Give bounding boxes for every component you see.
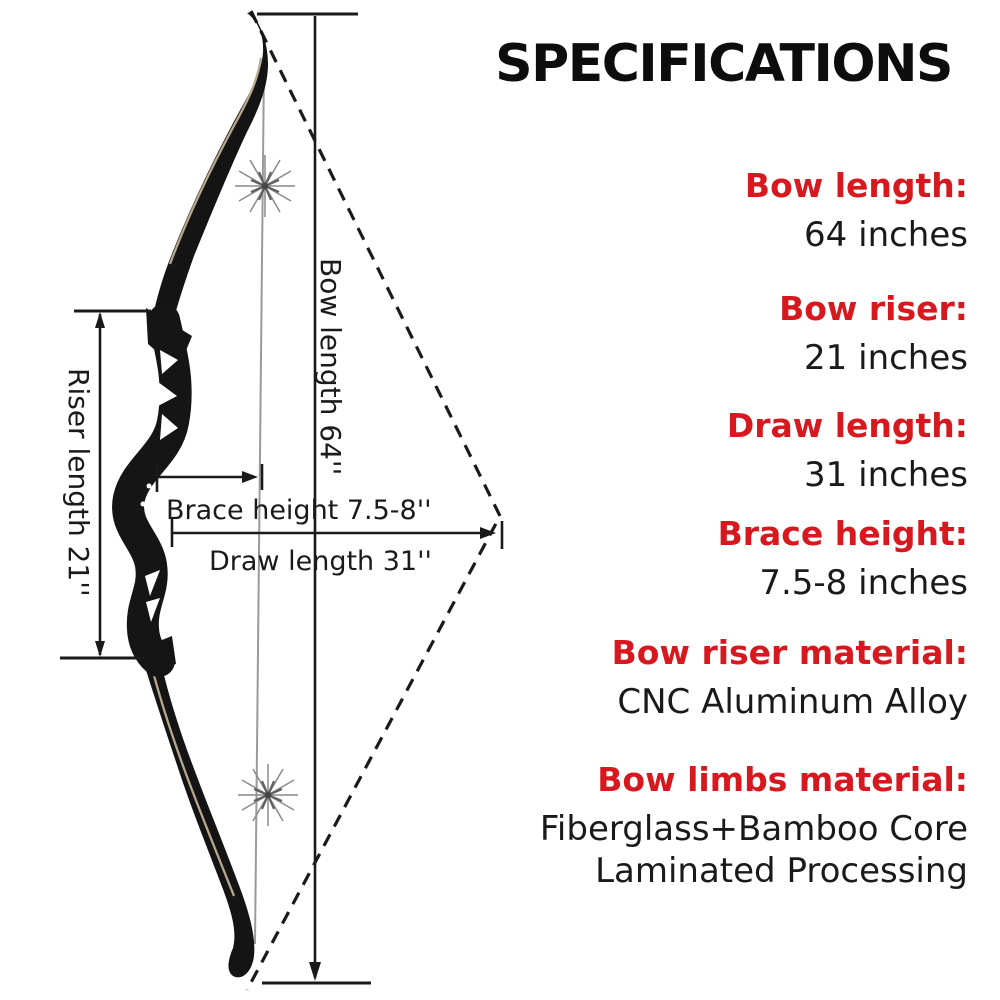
bow-string [254, 63, 265, 945]
spec-value: Fiberglass+Bamboo Core [539, 809, 968, 849]
spec-row-brace-height: Brace height: 7.5-8 inches [718, 512, 968, 604]
spec-value: 21 inches [804, 338, 968, 378]
spec-row-limbs-material: Bow limbs material: Fiberglass+Bamboo Co… [540, 758, 968, 892]
spec-value: CNC Aluminum Alloy [617, 682, 968, 722]
spec-label: Bow length: [744, 166, 968, 205]
upper-limb-lamination-edge [168, 57, 263, 265]
spec-label: Bow riser material: [611, 633, 968, 672]
brace-height-arrowhead [242, 471, 258, 483]
spec-value: 64 inches [804, 215, 968, 255]
bow-length-dim-label: Bow length 64'' [314, 258, 347, 475]
spec-label: Bow limbs material: [597, 760, 968, 799]
spec-value: 31 inches [804, 455, 968, 495]
spec-row-bow-riser: Bow riser: 21 inches [779, 287, 968, 379]
brace-height-dimension [155, 463, 264, 492]
string-silencer-lower [238, 764, 298, 826]
spec-row-riser-material: Bow riser material: CNC Aluminum Alloy [612, 631, 968, 723]
spec-row-draw-length: Draw length: 31 inches [727, 404, 968, 496]
spec-row-bow-length: Bow length: 64 inches [745, 164, 968, 256]
riser-length-arrowhead-bottom [95, 641, 105, 657]
string-silencer-upper [235, 155, 295, 217]
riser-length-dimension [60, 309, 151, 660]
drawn-string-dashed-outline [245, 10, 502, 991]
page-title: SPECIFICATIONS [495, 34, 953, 94]
spec-value-line2: Laminated Processing [595, 851, 968, 891]
riser-length-arrowhead-top [95, 312, 105, 328]
lower-limb-lamination-edge [148, 659, 236, 897]
upper-limb [153, 12, 268, 321]
bow-length-dimension [257, 12, 371, 985]
lower-limb [141, 648, 255, 978]
riser-length-dim-label: Riser length 21'' [62, 368, 95, 597]
spec-label: Brace height: [717, 514, 968, 553]
draw-length-dimension [170, 519, 504, 549]
spec-value: 7.5-8 inches [759, 563, 968, 603]
draw-length-arrowhead [480, 527, 496, 539]
spec-label: Bow riser: [779, 289, 968, 328]
brace-height-dim-label: Brace height 7.5-8'' [166, 495, 432, 526]
spec-label: Draw length: [726, 406, 968, 445]
bow-riser [112, 304, 192, 677]
bow-length-arrowhead [309, 962, 321, 981]
draw-length-dim-label: Draw length 31'' [209, 546, 432, 577]
